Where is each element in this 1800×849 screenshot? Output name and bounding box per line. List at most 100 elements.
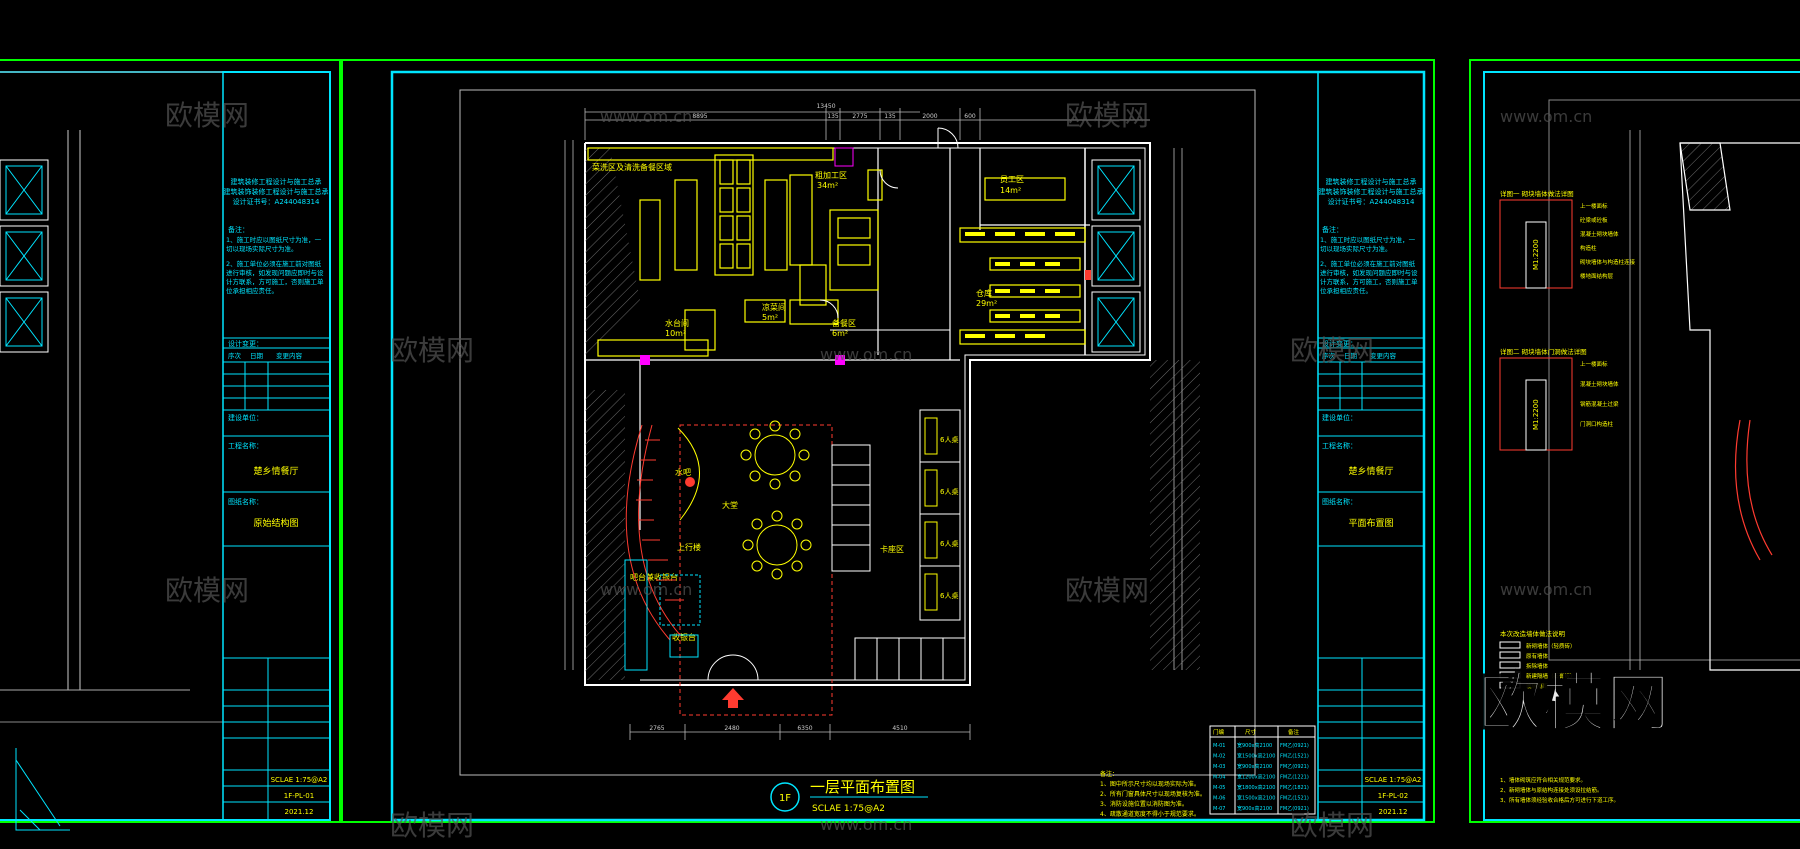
booth-labels: 6人桌 6人桌 6人桌 6人桌 xyxy=(940,435,958,600)
watermark-brand-2: 欧模网 xyxy=(1065,99,1149,132)
left-note-1: 1、施工时应以图纸尺寸为准，一切以现场实际尺寸为准。 xyxy=(226,236,322,253)
door-schedule-size: 宽900x高2100 xyxy=(1237,805,1272,812)
detail-b-title: 详图二 砌块墙体门洞做法详图 xyxy=(1500,347,1587,356)
detail-a: 详图一 砌块墙体做法详图 M1:2200 上一楼面标砼梁或砼板混凝土砌块墙体构造… xyxy=(1499,189,1636,289)
door-schedule-note: FM乙(0921) xyxy=(1280,805,1309,812)
room-label-sink: 水吧 xyxy=(675,467,691,477)
room-label-up: 上行楼 xyxy=(677,542,701,552)
watermark-brand-8: 欧模网 xyxy=(1290,809,1374,842)
wall-legend-row: 新建隔墙（石膏板） xyxy=(1526,672,1576,680)
left-sheet-no: 1F-PL-01 xyxy=(284,792,314,800)
center-divider-seating xyxy=(831,444,871,572)
room-label-cashier: 水台间 xyxy=(665,318,689,328)
door-schedule-note: FM乙(0921) xyxy=(1280,763,1309,770)
room-area-cashier: 10m² xyxy=(665,329,686,338)
door-schedule-header-2: 尺寸 xyxy=(1245,728,1257,736)
center-elevator-cores xyxy=(1091,159,1141,353)
bar-counter xyxy=(624,559,701,671)
detail-a-callout: 楼地面结构层 xyxy=(1580,272,1614,280)
right-dims xyxy=(1629,130,1641,670)
right-note: 2、新砌墙体与原结构连接处须设拉结筋。 xyxy=(1500,786,1603,794)
watermark-site-5: www.om.cn xyxy=(1500,580,1592,599)
watermark-brand-6: 欧模网 xyxy=(1065,574,1149,607)
center-revision-col-1: 序次 xyxy=(1322,351,1336,360)
plan-title: 一层平面布置图 xyxy=(810,778,915,796)
detail-a-callout: 砼梁或砼板 xyxy=(1580,216,1608,224)
door-schedule-code: M-01 xyxy=(1213,743,1225,749)
left-sheet-outer xyxy=(0,59,341,823)
center-firm-line-2: 建筑装饰装修工程设计与施工总承 xyxy=(1319,187,1424,196)
top-dim-1: 8895 xyxy=(692,113,707,120)
kitchen-furniture xyxy=(587,147,1086,357)
left-owner-label: 建设单位： xyxy=(228,413,263,422)
door-schedule-size: 宽1500x高2100 xyxy=(1237,753,1275,760)
left-elevator-cores xyxy=(0,159,49,353)
room-label-wash: 菜洗区及清洗备餐区域 xyxy=(592,162,672,172)
detail-b: 详图二 砌块墙体门洞做法详图 M1:2200 上一楼面标混凝土砌块墙体钢筋混凝土… xyxy=(1499,347,1619,451)
detail-a-callout: 混凝土砌块墙体 xyxy=(1580,230,1619,238)
left-notes-heading: 备注： xyxy=(228,225,249,234)
right-sheet-outer xyxy=(1469,59,1800,823)
detail-b-callout: 混凝土砌块墙体 xyxy=(1580,380,1619,388)
right-note: 3、所有墙体须经验收合格后方可进行下道工序。 xyxy=(1500,796,1619,804)
staircase xyxy=(625,424,684,641)
center-inner-drawing-frame xyxy=(459,89,1256,776)
center-sheet-inner xyxy=(390,70,1426,822)
column-mid xyxy=(835,355,845,365)
left-drawing-name: 原始结构图 xyxy=(253,517,298,529)
round-table-upper xyxy=(740,420,810,490)
room-label-reception: 收银台 xyxy=(672,632,696,642)
watermark-brand-1: 欧模网 xyxy=(165,99,249,132)
watermarks: 欧模网 www.om.cn 欧模网 www.om.cn 欧模网 www.om.c… xyxy=(165,99,1592,842)
bottom-dimension-values: 2765 2480 6350 4510 xyxy=(649,725,907,732)
wall-legend-swatch xyxy=(1499,641,1521,649)
door-schedule-size: 宽1200x高2100 xyxy=(1237,774,1275,781)
door-schedule-code: M-06 xyxy=(1213,796,1225,802)
detail-b-callout: 门洞口构造柱 xyxy=(1580,420,1614,428)
center-revision-heading: 设计变更： xyxy=(1322,339,1357,348)
plan-floor-tag: 1F xyxy=(779,793,791,804)
center-notes-heading: 备注： xyxy=(1322,225,1343,234)
right-note: 1、墙体砌筑应符合相关规范要求。 xyxy=(1500,776,1586,784)
dimension-chains xyxy=(564,108,1183,740)
left-north-arrow xyxy=(15,748,70,831)
door-schedule-code: M-04 xyxy=(1213,775,1225,781)
room-labels: 菜洗区及清洗备餐区域 粗加工区 34m² 员工区 14m² 水台间 10m² 凉… xyxy=(592,162,1024,642)
left-date: 2021.12 xyxy=(285,808,314,816)
room-label-bar: 吧台兼收银台 xyxy=(630,572,678,582)
right-sheet: 详图一 砌块墙体做法详图 M1:2200 上一楼面标砼梁或砼板混凝土砌块墙体构造… xyxy=(1499,99,1800,804)
entrance-door xyxy=(707,654,759,681)
center-title-block: 建筑装修工程设计与施工总承 建筑装饰装修工程设计与施工总承 设计证书号：A244… xyxy=(1317,71,1425,821)
bottom-dim-1: 2765 xyxy=(649,725,664,732)
sink-marker xyxy=(685,477,695,487)
room-label-cold: 凉菜间 xyxy=(762,302,786,312)
bottom-dim-4: 4510 xyxy=(892,725,907,732)
hatched-area-left-upper xyxy=(585,148,640,360)
room-area-staff: 14m² xyxy=(1000,186,1021,195)
door-schedule-size: 宽900x高2100 xyxy=(1237,742,1272,749)
room-area-storage: 29m² xyxy=(976,299,997,308)
right-sheet-inner xyxy=(1483,71,1800,821)
left-dimension-lines xyxy=(67,130,81,690)
door-schedule-size: 宽1800x高2100 xyxy=(1237,784,1275,791)
left-firm-line-3: 设计证书号：A244048314 xyxy=(233,197,320,206)
hatched-area-right xyxy=(1150,360,1200,670)
center-drawing-name: 平面布置图 xyxy=(1348,517,1393,529)
entrance-arrow xyxy=(722,688,744,708)
room-label-prep: 备餐区 xyxy=(832,318,856,328)
round-table-lower xyxy=(742,510,812,580)
plan-scale: SCLAE 1:75@A2 xyxy=(812,804,885,814)
red-marker xyxy=(1085,270,1091,280)
center-project-name: 楚乡情餐厅 xyxy=(1348,465,1393,477)
left-project-label: 工程名称： xyxy=(228,441,263,450)
plan-note-4: 4、疏散通道宽度不得小于规范要求。 xyxy=(1100,810,1200,818)
door-schedule-code: M-03 xyxy=(1213,764,1225,770)
room-label-cooking: 粗加工区 xyxy=(815,170,847,180)
center-sheet-outer xyxy=(341,59,1435,823)
wall-legend-swatch xyxy=(1499,681,1521,689)
top-dim-4: 135 xyxy=(884,113,896,120)
column-left xyxy=(640,355,650,365)
top-dim-6: 600 xyxy=(964,113,976,120)
card-seating-dividers xyxy=(876,638,944,680)
